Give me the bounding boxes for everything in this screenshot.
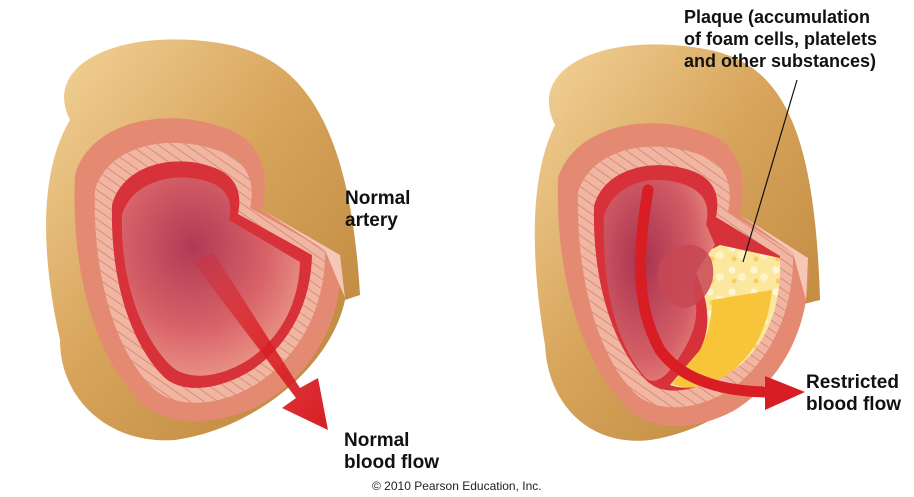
normal-flow-label-line2: blood flow [344, 452, 439, 474]
plaque-label-line2: of foam cells, platelets [684, 28, 877, 50]
normal-flow-label: Normal blood flow [344, 430, 439, 474]
plaque-label-line1: Plaque (accumulation [684, 6, 877, 28]
plaque-label: Plaque (accumulation of foam cells, plat… [684, 6, 877, 72]
normal-artery-label: Normal artery [345, 188, 410, 232]
copyright-notice: © 2010 Pearson Education, Inc. [372, 479, 542, 493]
normal-artery-label-line2: artery [345, 210, 410, 232]
restricted-flow-label: Restricted blood flow [806, 372, 901, 416]
restricted-artery-illustration [535, 44, 820, 440]
normal-artery-illustration [46, 39, 360, 440]
normal-flow-label-line1: Normal [344, 430, 439, 452]
restricted-flow-label-line1: Restricted [806, 372, 901, 394]
normal-artery-label-line1: Normal [345, 188, 410, 210]
plaque-label-line3: and other substances) [684, 50, 877, 72]
restricted-flow-arrowhead [765, 376, 805, 410]
restricted-flow-label-line2: blood flow [806, 394, 901, 416]
